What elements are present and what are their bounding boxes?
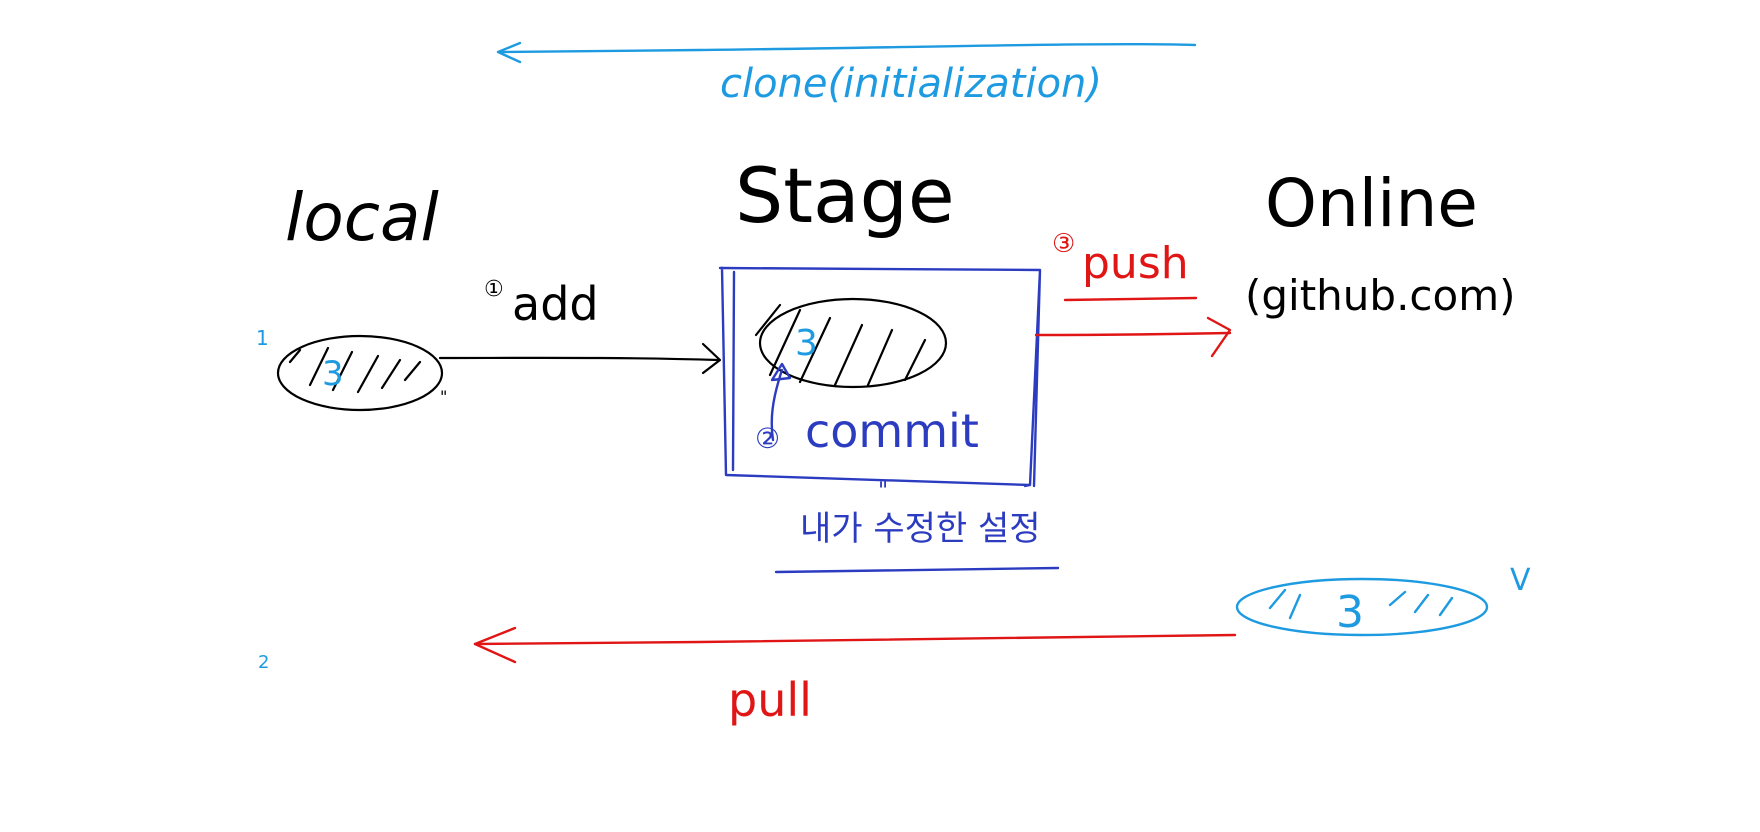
local-heading: local — [285, 179, 439, 256]
commit-arrow — [770, 362, 792, 442]
commit-step-number: ② — [755, 422, 780, 455]
online-mark: V — [1510, 563, 1531, 598]
local-file-shape — [276, 334, 444, 412]
local-file-number: 3 — [322, 354, 344, 394]
online-file-number: 3 — [1336, 587, 1364, 638]
pull-arrow — [473, 626, 1237, 664]
stage-note-tick: " — [878, 479, 888, 504]
local-mark: 1 — [256, 326, 269, 350]
commit-label: commit — [805, 404, 979, 458]
clone-arrow — [496, 41, 1197, 64]
push-arrow — [1034, 296, 1232, 358]
stage-note-underline — [774, 566, 1060, 574]
push-label: push — [1082, 238, 1189, 289]
stage-file-shape — [754, 297, 948, 389]
add-step-number: ① — [484, 277, 504, 302]
clone-label: clone(initialization) — [720, 61, 1102, 107]
add-arrow — [438, 342, 722, 375]
bottom-mark: 2 — [258, 652, 269, 673]
stage-box — [718, 266, 1042, 488]
stage-file-number: 3 — [795, 323, 818, 364]
pull-label: pull — [728, 673, 812, 727]
stage-note: 내가 수정한 설정 — [800, 509, 1041, 549]
online-heading: Online — [1265, 165, 1478, 242]
push-step-number: ③ — [1052, 229, 1075, 259]
stage-heading: Stage — [735, 151, 955, 240]
online-subheading: (github.com) — [1245, 271, 1516, 320]
local-tick: " — [440, 387, 447, 406]
add-label: add — [512, 277, 599, 331]
online-file-shape — [1235, 577, 1489, 637]
